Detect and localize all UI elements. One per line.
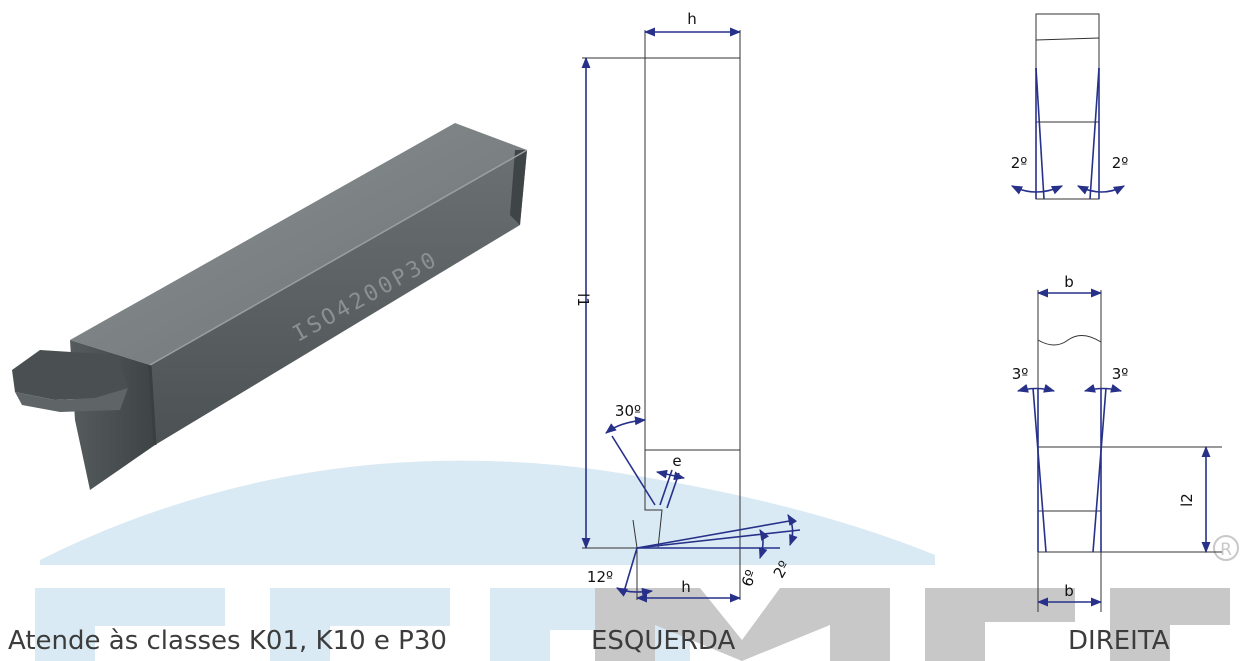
carbide-insert-front (15, 388, 128, 412)
label-l2: l2 (1178, 493, 1196, 507)
label-angle-30: 30º (615, 402, 641, 420)
dim-angle-6 (758, 529, 770, 560)
label-b-bottom: b (1064, 582, 1074, 600)
left-shank-outline (644, 57, 741, 451)
dim-angle-30 (605, 416, 647, 434)
registered-mark-circle (1213, 535, 1239, 561)
dim-angle-2-left (787, 514, 798, 547)
dim-angle-2-top-right (1076, 185, 1125, 195)
caption-left-view: ESQUERDA (591, 626, 736, 656)
caption-classes: Atende às classes K01, K10 e P30 (8, 626, 447, 656)
right-top-labels: 2º 2º (1011, 154, 1129, 172)
tool-bit-photo: ISO4200P30 (12, 123, 528, 490)
carbide-insert (12, 350, 128, 400)
dim-e (655, 469, 686, 481)
watermark-swoosh (40, 460, 935, 565)
label-e: e (672, 452, 681, 470)
label-angle-2-top-left: 2º (1011, 154, 1028, 172)
tool-end-face (510, 150, 527, 225)
label-angle-6: 6º (738, 567, 761, 589)
caption-right-view: DIREITA (1068, 626, 1170, 656)
dim-angle-2-top-left (1010, 185, 1064, 195)
right-top-dimensions (1010, 67, 1125, 200)
registered-mark: R (1220, 540, 1232, 560)
watermark-letter-e (270, 588, 450, 661)
label-h-top: h (687, 10, 697, 28)
right-bottom-dimensions (1016, 288, 1211, 607)
right-bottom-labels: b 3º 3º l2 b (1012, 273, 1196, 600)
right-top-outline (1035, 13, 1100, 200)
watermark-letter-f (35, 588, 225, 661)
label-angle-12: 12º (587, 568, 613, 586)
dim-angle-12 (616, 587, 654, 597)
label-l1: l1 (574, 293, 592, 307)
left-view-labels: h l1 30º e 12º h 6º 2º (574, 10, 794, 596)
label-angle-2-left: 2º (770, 558, 794, 581)
label-b-top: b (1064, 273, 1074, 291)
label-h-bottom: h (681, 578, 691, 596)
dim-angle-3-left (1016, 383, 1056, 393)
right-bottom-drawing (1037, 290, 1222, 612)
tool-top-face (70, 123, 527, 365)
right-top-drawing (1035, 13, 1100, 200)
label-angle-3-right: 3º (1112, 365, 1129, 383)
watermark: R (35, 460, 1239, 661)
label-angle-3-left: 3º (1012, 365, 1029, 383)
break-line (1037, 335, 1102, 346)
watermark-letter-e2 (925, 588, 1075, 661)
label-angle-2-top-right: 2º (1112, 154, 1129, 172)
left-view-dimensions (581, 27, 801, 603)
watermark-letter-c (1110, 588, 1230, 661)
dim-angle-3-right (1083, 383, 1123, 393)
watermark-letter-m (595, 588, 890, 661)
tool-front-face (150, 150, 527, 445)
